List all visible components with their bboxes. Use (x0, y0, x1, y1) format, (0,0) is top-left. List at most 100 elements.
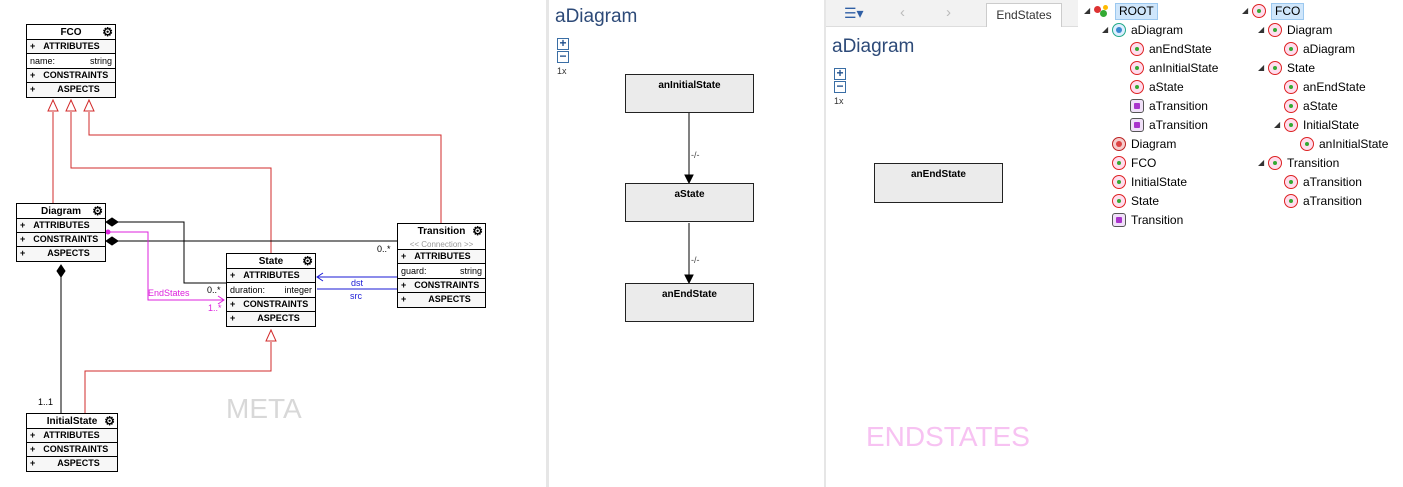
gear-icon[interactable]: ⚙ (92, 204, 103, 218)
label-dst: dst (351, 278, 364, 288)
zoom-out-button[interactable]: − (834, 80, 846, 93)
meta-panel: FCO⚙ +ATTRIBUTES name:string +CONSTRAINT… (0, 0, 546, 487)
model-icon (1284, 42, 1298, 56)
transition-constraints-section[interactable]: +CONSTRAINTS (398, 279, 485, 293)
tree-item[interactable]: ◢ ROOT (1084, 2, 1158, 20)
tree-item-label: FCO (1131, 156, 1157, 170)
tree-item-label: aState (1303, 99, 1338, 113)
tree-item[interactable]: ◢ Transition (1258, 154, 1339, 172)
expand-toggle-icon[interactable]: ◢ (1084, 6, 1091, 15)
gear-icon[interactable]: ⚙ (472, 224, 483, 238)
node-a-state[interactable]: aState (625, 183, 754, 222)
model-icon (1112, 194, 1126, 208)
fco-constraints-section[interactable]: +CONSTRAINTS (27, 69, 115, 83)
tree-item[interactable]: anEndState (1274, 78, 1366, 96)
state-aspects-section[interactable]: +ASPECTS (227, 312, 315, 326)
model-icon (1112, 156, 1126, 170)
pointer-endstates (108, 231, 224, 301)
zoom-in-button[interactable]: + (834, 67, 846, 80)
zoom-out-button[interactable]: − (557, 50, 569, 63)
tree-item[interactable]: State (1102, 192, 1159, 210)
diagram-box[interactable]: Diagram⚙ +ATTRIBUTES +CONSTRAINTS +ASPEC… (16, 203, 106, 262)
tree-item[interactable]: anEndState (1120, 40, 1212, 58)
diagram-constraints-section[interactable]: +CONSTRAINTS (17, 233, 105, 247)
diagicon-icon (1112, 23, 1126, 37)
diagram-aspects-section[interactable]: +ASPECTS (17, 247, 105, 261)
model-icon (1300, 137, 1314, 151)
label-endstates: EndStates (148, 288, 190, 298)
tree-item[interactable]: anInitialState (1120, 59, 1218, 77)
zoom-level: 1x (834, 96, 844, 106)
tree-item[interactable]: ◢ FCO (1242, 2, 1305, 20)
state-attributes-section[interactable]: +ATTRIBUTES (227, 269, 315, 283)
tree-item[interactable]: aTransition (1274, 192, 1362, 210)
initialstate-constraints-section[interactable]: +CONSTRAINTS (27, 443, 117, 457)
diagram-edges (684, 113, 694, 285)
conn-icon (1130, 118, 1144, 132)
transition-aspects-section[interactable]: +ASPECTS (398, 293, 485, 307)
transition-attributes-section[interactable]: +ATTRIBUTES (398, 250, 485, 264)
tree-item-label: Transition (1287, 156, 1340, 170)
list-menu-icon[interactable]: ☰▾ (844, 5, 864, 21)
gear-icon[interactable]: ⚙ (102, 25, 113, 39)
fco-attributes-section[interactable]: +ATTRIBUTES (27, 40, 115, 54)
tree-item[interactable]: ◢State (1258, 59, 1315, 77)
model-icon (1252, 4, 1266, 18)
tree-item-label: ROOT (1115, 2, 1158, 20)
tree-item[interactable]: InitialState (1102, 173, 1187, 191)
state-box[interactable]: State⚙ +ATTRIBUTES duration:integer +CON… (226, 253, 316, 327)
tree-item[interactable]: aState (1120, 78, 1184, 96)
initialstate-aspects-section[interactable]: +ASPECTS (27, 457, 117, 471)
tree-item[interactable]: Diagram (1102, 135, 1176, 153)
tree-item[interactable]: aState (1274, 97, 1338, 115)
panel-divider[interactable] (824, 0, 827, 487)
diamond-3 (56, 264, 66, 278)
tree-item[interactable]: aDiagram (1274, 40, 1355, 58)
tree-item[interactable]: ◢InitialState (1274, 116, 1359, 134)
diagram-attributes-section[interactable]: +ATTRIBUTES (17, 219, 105, 233)
tree-item-label: aDiagram (1303, 42, 1356, 56)
fco-aspects-section[interactable]: +ASPECTS (27, 83, 115, 97)
expand-toggle-icon[interactable]: ◢ (1258, 25, 1265, 34)
fco-box[interactable]: FCO⚙ +ATTRIBUTES name:string +CONSTRAINT… (26, 24, 116, 98)
expand-toggle-icon[interactable]: ◢ (1242, 6, 1249, 15)
initialstate-attributes-section[interactable]: +ATTRIBUTES (27, 429, 117, 443)
tree-item[interactable]: aTransition (1274, 173, 1362, 191)
expand-toggle-icon[interactable]: ◢ (1102, 25, 1109, 34)
tree-item[interactable]: aTransition (1120, 97, 1208, 115)
expand-toggle-icon[interactable]: ◢ (1258, 63, 1265, 72)
gear-icon[interactable]: ⚙ (104, 414, 115, 428)
expand-toggle-icon[interactable]: ◢ (1258, 158, 1265, 167)
transition-attr-guard: guard:string (398, 264, 485, 279)
expand-toggle-icon[interactable]: ◢ (1274, 120, 1281, 129)
tree-item[interactable]: Transition (1102, 211, 1183, 229)
node-an-end-state[interactable]: anEndState (874, 163, 1003, 203)
chevron-left-icon[interactable]: ‹ (900, 4, 905, 21)
tree-item[interactable]: aTransition (1120, 116, 1208, 134)
transition-box[interactable]: Transition⚙ << Connection >> +ATTRIBUTES… (397, 223, 486, 308)
model-icon (1112, 175, 1126, 189)
initialstate-box[interactable]: InitialState⚙ +ATTRIBUTES +CONSTRAINTS +… (26, 413, 118, 472)
state-constraints-section[interactable]: +CONSTRAINTS (227, 298, 315, 312)
mult-state: 0..* (207, 285, 221, 295)
tree-item[interactable]: ◢Diagram (1258, 21, 1332, 39)
metaicon-icon (1112, 137, 1126, 151)
root-icon (1094, 4, 1110, 18)
tree-item-label: anEndState (1149, 42, 1212, 56)
tree-item[interactable]: FCO (1102, 154, 1156, 172)
zoom-in-button[interactable]: + (557, 37, 569, 50)
tree-item[interactable]: ◢ aDiagram (1102, 21, 1183, 39)
mult-initial: 1..1 (38, 397, 54, 407)
gear-icon[interactable]: ⚙ (302, 254, 313, 268)
node-an-initial-state[interactable]: anInitialState (625, 74, 754, 113)
chevron-right-icon[interactable]: › (946, 4, 951, 21)
tab-endstates[interactable]: EndStates (986, 3, 1062, 27)
tree-item[interactable]: anInitialState (1290, 135, 1388, 153)
panel-divider[interactable] (546, 0, 549, 487)
tree-item-label: FCO (1271, 2, 1305, 20)
node-an-end-state[interactable]: anEndState (625, 283, 754, 322)
tree-item-label: aDiagram (1131, 23, 1184, 37)
inherit-transition-fco (88, 112, 442, 223)
conn-icon (1130, 99, 1144, 113)
conn-icon (1112, 213, 1126, 227)
